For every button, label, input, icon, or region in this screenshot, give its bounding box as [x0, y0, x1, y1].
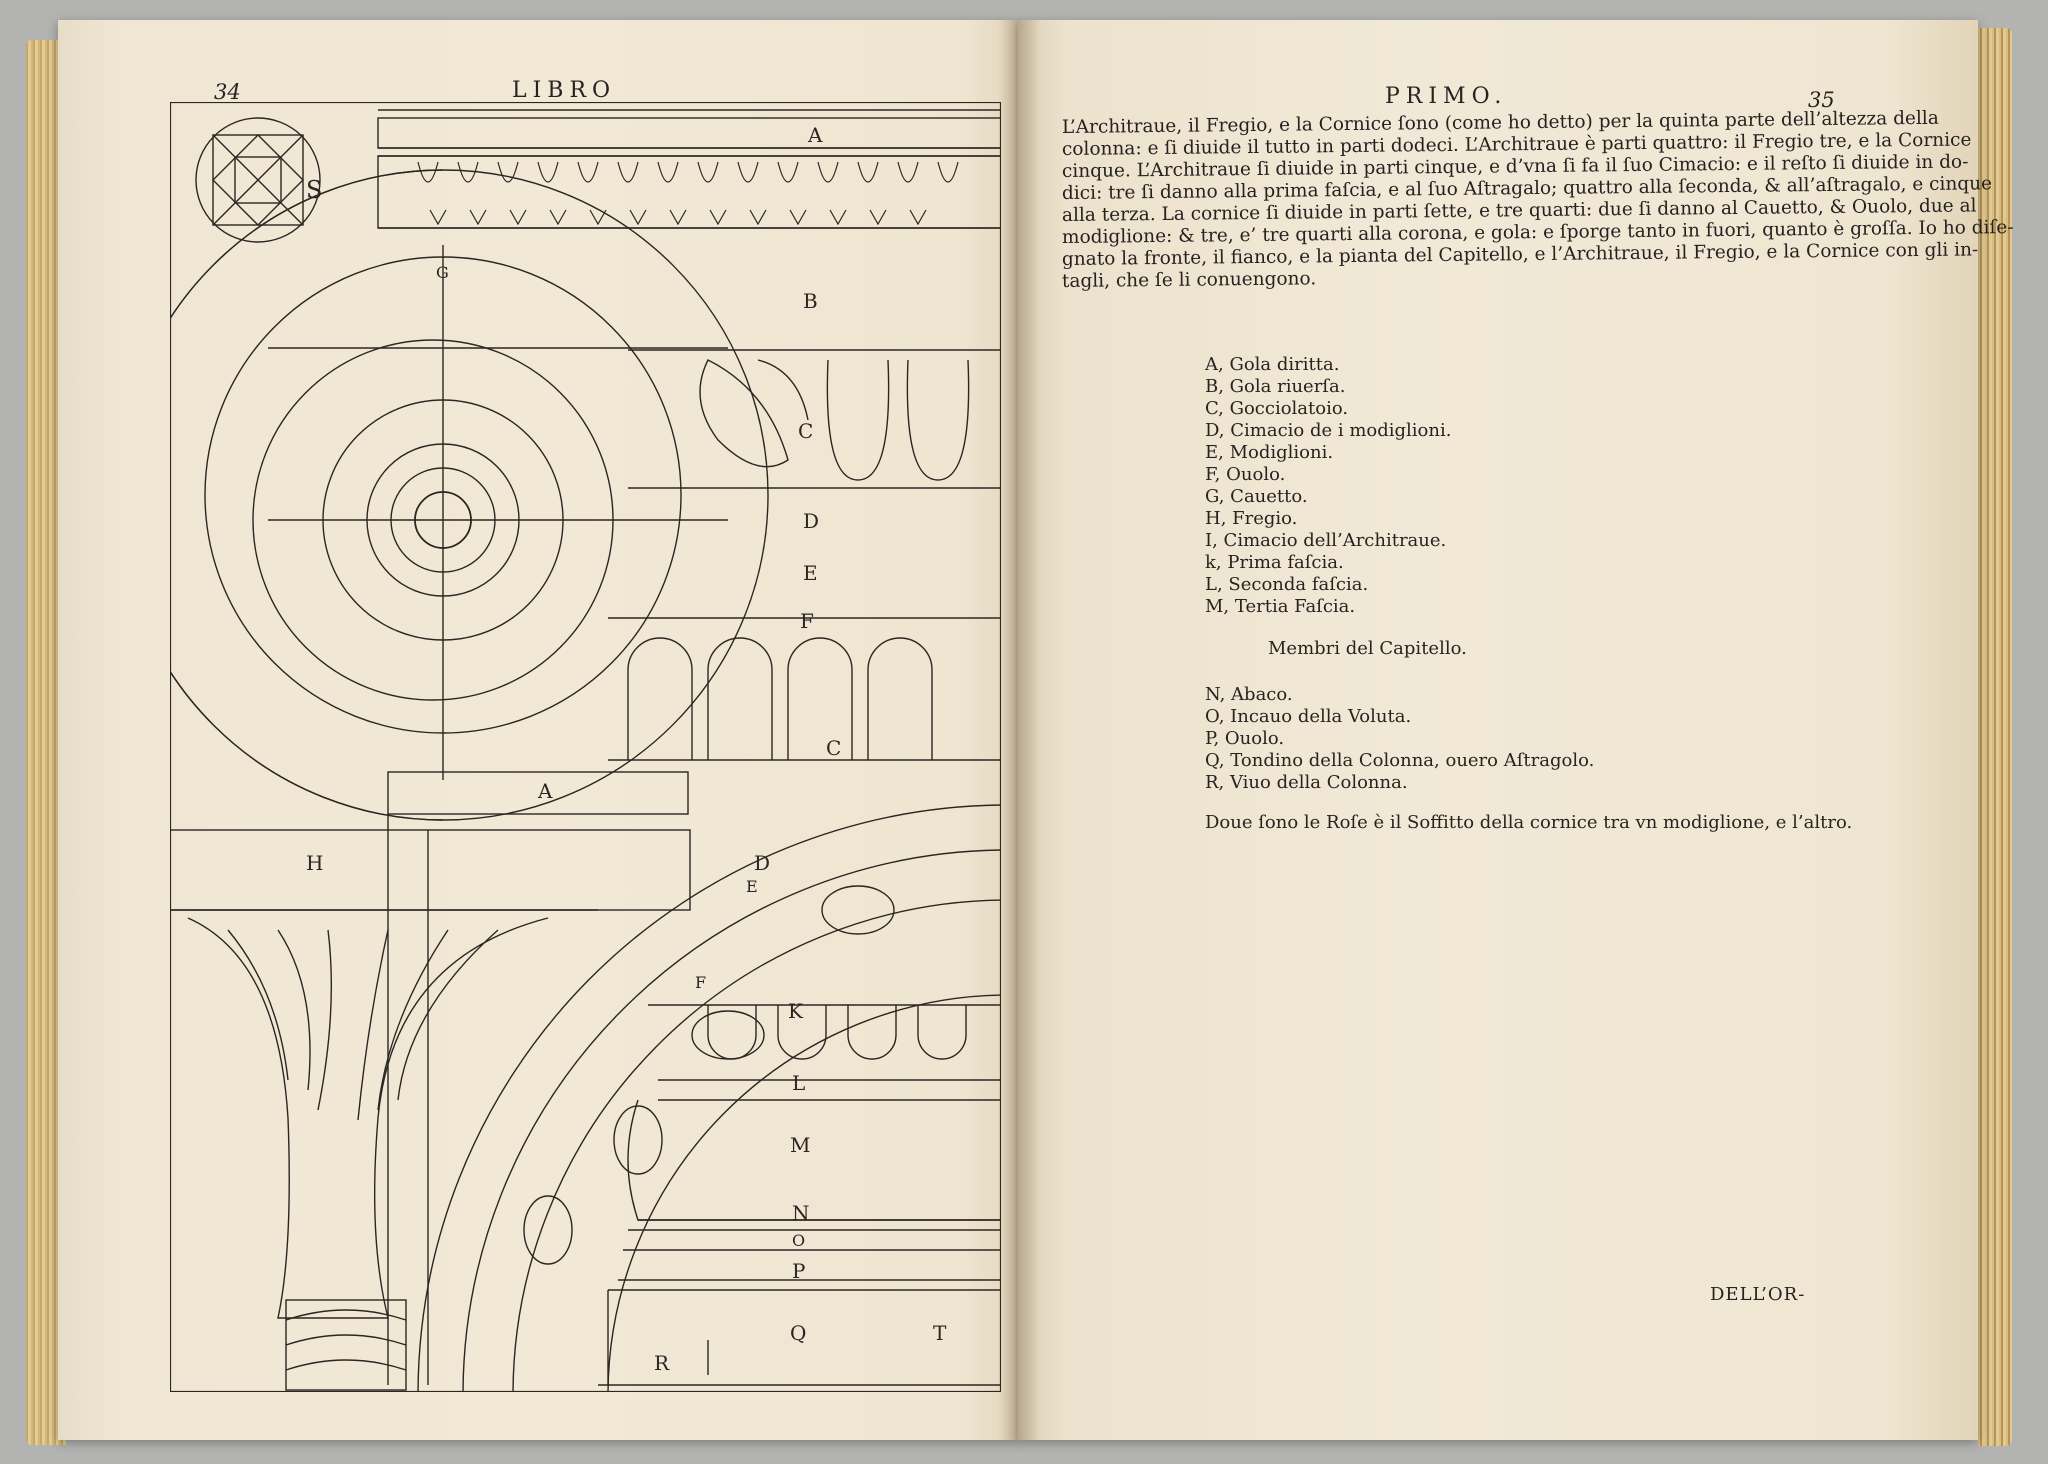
body-paragraph: L’Architraue, il Fregio, e la Cornice ſo…	[1062, 108, 2014, 293]
svg-text:D: D	[754, 851, 770, 875]
legend-item: A, Gola diritta.	[1205, 354, 1340, 375]
column-moldings	[598, 1004, 1001, 1386]
drawing-frame	[170, 102, 1001, 1392]
legend-item: C, Gocciolatoio.	[1205, 398, 1349, 419]
svg-text:G: G	[436, 263, 449, 282]
legend-item: I, Cimacio dell’Architraue.	[1205, 530, 1447, 551]
volute-spiral	[170, 169, 769, 821]
legend-item: N, Abaco.	[1205, 684, 1293, 705]
modillion-arches	[608, 617, 1001, 761]
legend-item: B, Gola riuerſa.	[1205, 376, 1346, 397]
egg-and-dart-row	[417, 161, 959, 226]
figure-letter-labels: A B C D E F G H A C D E F K L M N O P Q …	[306, 123, 947, 1375]
svg-text:F: F	[800, 609, 814, 633]
legend-item: L, Seconda faſcia.	[1205, 574, 1369, 595]
svg-text:H: H	[306, 851, 323, 875]
svg-text:Q: Q	[790, 1321, 806, 1345]
svg-text:A: A	[807, 123, 823, 147]
svg-text:R: R	[654, 1351, 670, 1375]
acanthus-frieze	[628, 349, 1001, 489]
right-running-head: PRIMO.	[1385, 84, 1508, 109]
legend-item: Q, Tondino della Colonna, ouero Aſtragol…	[1205, 750, 1595, 771]
legend-item: E, Modiglioni.	[1205, 442, 1334, 463]
svg-text:A: A	[537, 779, 553, 803]
legend-item: M, Tertia Faſcia.	[1205, 596, 1356, 617]
capital-side-leaves	[187, 917, 549, 1391]
right-page	[1018, 20, 1978, 1440]
legend-item: G, Cauetto.	[1205, 486, 1308, 507]
svg-text:S: S	[306, 176, 322, 204]
legend-item: P, Ouolo.	[1205, 728, 1285, 749]
lower-entablature	[170, 771, 691, 1385]
right-page-number: 35	[1808, 88, 1835, 112]
svg-text:T: T	[933, 1321, 947, 1345]
legend-item: R, Viuo della Colonna.	[1205, 772, 1408, 793]
book-gutter	[998, 20, 1040, 1440]
closing-note: Doue ſono le Roſe è il Soffitto della co…	[1205, 812, 1853, 833]
left-running-head: LIBRO	[512, 78, 617, 103]
legend-item: F, Ouolo.	[1205, 464, 1286, 485]
svg-text:M: M	[790, 1133, 810, 1157]
svg-text:P: P	[792, 1259, 805, 1283]
svg-text:K: K	[788, 999, 804, 1023]
legend-item: O, Incauo della Voluta.	[1205, 706, 1412, 727]
svg-text:O: O	[792, 1231, 805, 1250]
svg-text:D: D	[803, 509, 819, 533]
svg-text:C: C	[826, 736, 841, 760]
svg-text:F: F	[695, 973, 706, 992]
catchword: DELL’OR-	[1710, 1284, 1806, 1305]
legend-item: D, Cimacio de i modiglioni.	[1205, 420, 1452, 441]
svg-text:E: E	[746, 877, 758, 896]
svg-text:N: N	[792, 1201, 810, 1225]
svg-text:C: C	[798, 419, 813, 443]
svg-text:B: B	[803, 289, 818, 313]
svg-text:L: L	[792, 1071, 805, 1095]
left-page-number: 34	[214, 80, 241, 104]
volute-construction-diagram	[195, 117, 321, 243]
cornice-top	[377, 109, 1001, 229]
right-page-edges	[1978, 28, 2012, 1446]
legend-item: H, Fregio.	[1205, 508, 1298, 529]
svg-text:E: E	[803, 561, 818, 585]
ionic-order-engraving: A B C D E F G H A C D E F K L M N O P Q …	[170, 102, 1001, 1392]
legend-item: k, Prima faſcia.	[1205, 552, 1344, 573]
capitello-heading: Membri del Capitello.	[1268, 638, 1467, 659]
